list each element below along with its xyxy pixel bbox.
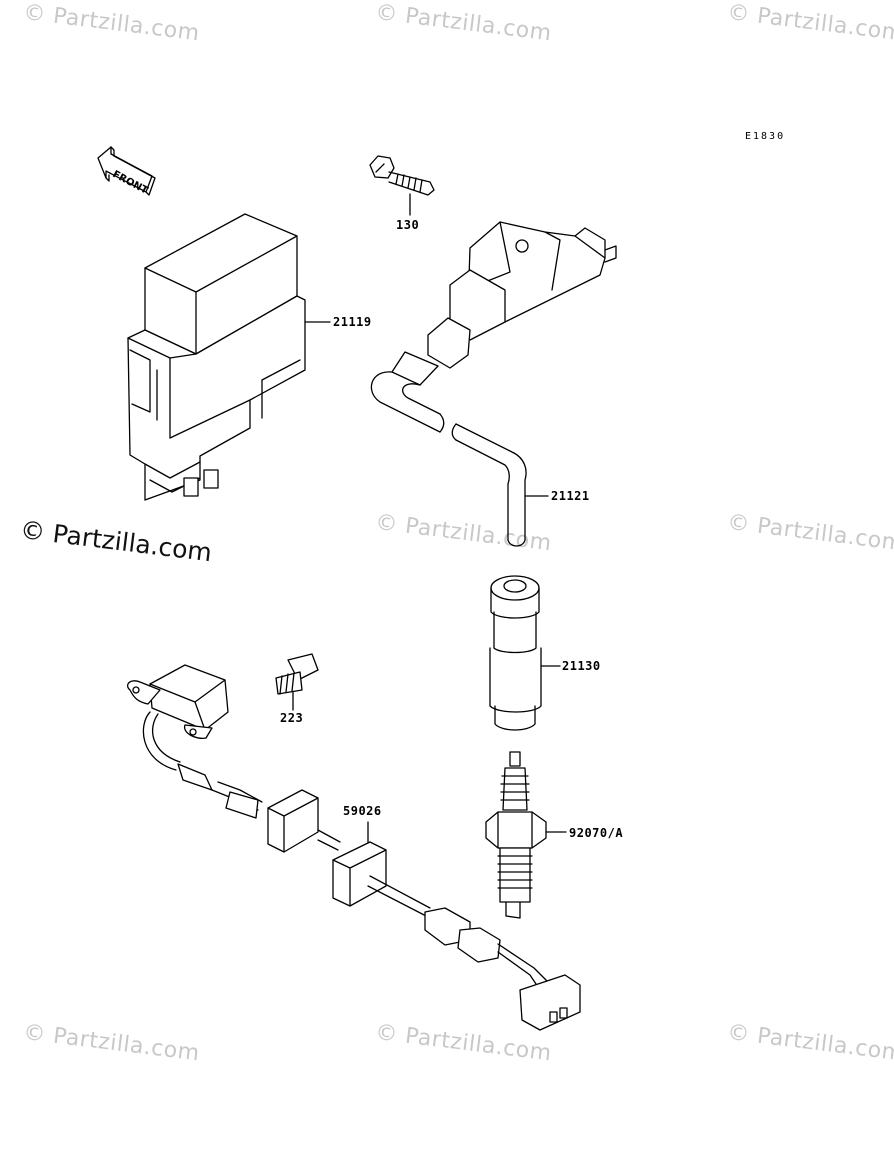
plug-cap-21130 — [489, 575, 561, 731]
part-label-130[interactable]: 130 — [396, 218, 420, 232]
part-label-21121[interactable]: 21121 — [551, 489, 590, 503]
igniter-21119 — [127, 213, 331, 501]
part-label-21130[interactable]: 21130 — [562, 659, 601, 673]
ignition-coil-21121 — [370, 221, 617, 547]
spark-plug-92070a — [485, 751, 567, 919]
part-label-92070a[interactable]: 92070/A — [569, 826, 624, 840]
diagram-code: E1830 — [745, 131, 786, 142]
front-arrow-icon: FRONT — [97, 146, 156, 197]
harness-59026 — [126, 664, 581, 1031]
part-label-59026[interactable]: 59026 — [343, 804, 382, 818]
part-label-21119[interactable]: 21119 — [333, 315, 372, 329]
bolt-130 — [369, 155, 435, 216]
part-label-223[interactable]: 223 — [280, 711, 304, 725]
screw-223 — [275, 653, 319, 711]
